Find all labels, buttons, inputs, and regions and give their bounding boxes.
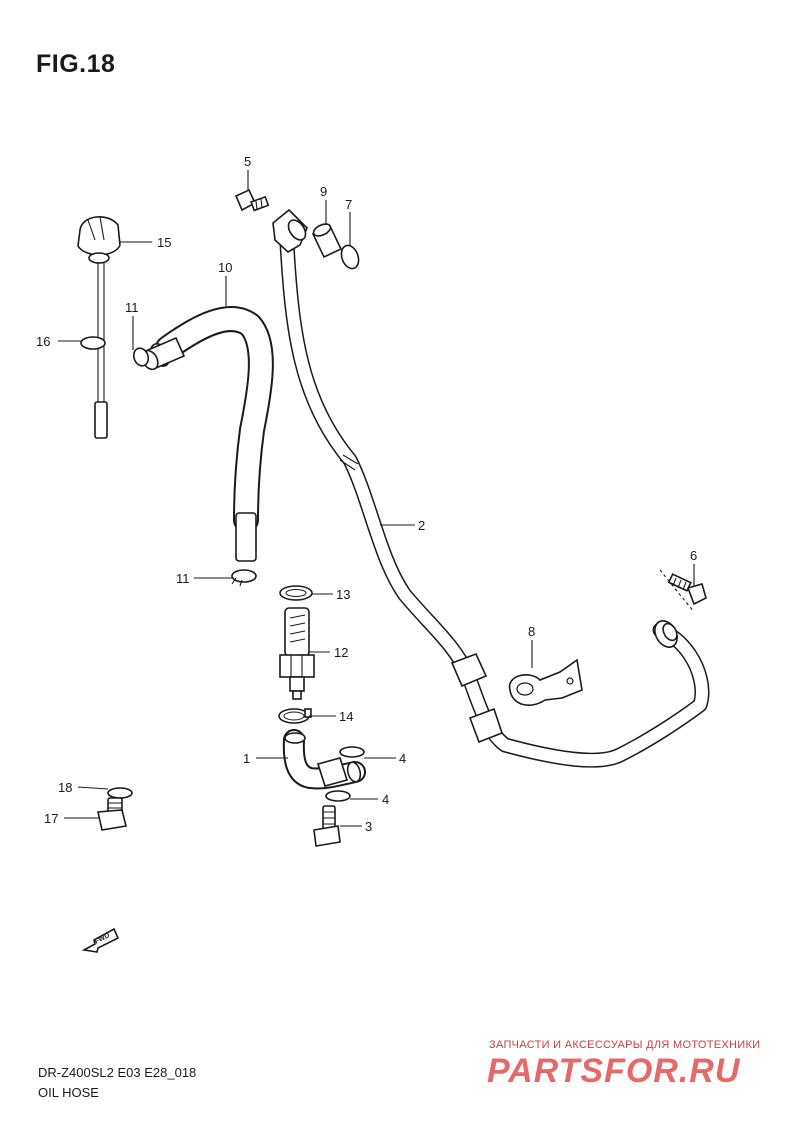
label-6: 6	[690, 548, 697, 563]
label-14: 14	[339, 709, 353, 724]
clip-11-lower[interactable]	[231, 569, 257, 587]
drain-bolt-17[interactable]	[97, 797, 127, 831]
label-15: 15	[157, 235, 171, 250]
label-11-upper: 11	[125, 300, 139, 315]
washer-4-lower[interactable]	[325, 790, 351, 802]
label-9: 9	[320, 184, 327, 199]
oil-filler-cap-15[interactable]	[77, 216, 121, 439]
label-8: 8	[528, 624, 535, 639]
sleeve-9[interactable]	[311, 222, 343, 259]
label-10: 10	[218, 260, 232, 275]
watermark-tagline: ЗАПЧАСТИ И АКСЕССУАРЫ ДЛЯ МОТОТЕХНИКИ	[489, 1039, 761, 1051]
label-4-lower: 4	[382, 792, 389, 807]
fwd-arrow-icon: FWD	[81, 927, 120, 953]
part-number-labels: 5 9 7 15 10 11 16 2 11 13 12 8 6 14 1 4 …	[36, 154, 697, 834]
label-2: 2	[418, 518, 425, 533]
label-11-lower: 11	[176, 571, 190, 586]
banjo-bolt-3[interactable]	[313, 805, 341, 847]
fitting-12[interactable]	[279, 607, 315, 700]
watermark-logo[interactable]: PARTSFOR.RU	[487, 1052, 741, 1090]
label-5: 5	[244, 154, 251, 169]
o-ring-16[interactable]	[80, 336, 106, 350]
label-4-upper: 4	[399, 751, 406, 766]
label-12: 12	[334, 645, 348, 660]
label-13: 13	[336, 587, 350, 602]
leader-lines	[58, 170, 695, 827]
figure-title: FIG.18	[36, 50, 116, 78]
oil-hose-2[interactable]	[272, 208, 710, 768]
footer-model-code: DR-Z400SL2 E03 E28_018	[38, 1065, 197, 1080]
breather-hose-10[interactable]	[139, 306, 274, 562]
label-3: 3	[365, 819, 372, 834]
footer-section-name: OIL HOSE	[38, 1085, 99, 1100]
bolt-6[interactable]	[659, 569, 707, 613]
o-ring-13-inner	[285, 589, 307, 597]
label-1: 1	[243, 751, 250, 766]
bracket-8[interactable]	[508, 658, 583, 706]
washer-4-upper[interactable]	[339, 746, 365, 758]
label-7: 7	[345, 197, 352, 212]
clamp-14[interactable]	[278, 708, 312, 724]
clip-11-upper[interactable]	[131, 346, 150, 368]
washer-7[interactable]	[338, 243, 361, 271]
label-16: 16	[36, 334, 50, 349]
gasket-18[interactable]	[107, 787, 133, 799]
bolt-5[interactable]	[234, 188, 270, 212]
label-18: 18	[58, 780, 72, 795]
elbow-hose-1[interactable]	[282, 729, 366, 790]
label-17: 17	[44, 811, 58, 826]
